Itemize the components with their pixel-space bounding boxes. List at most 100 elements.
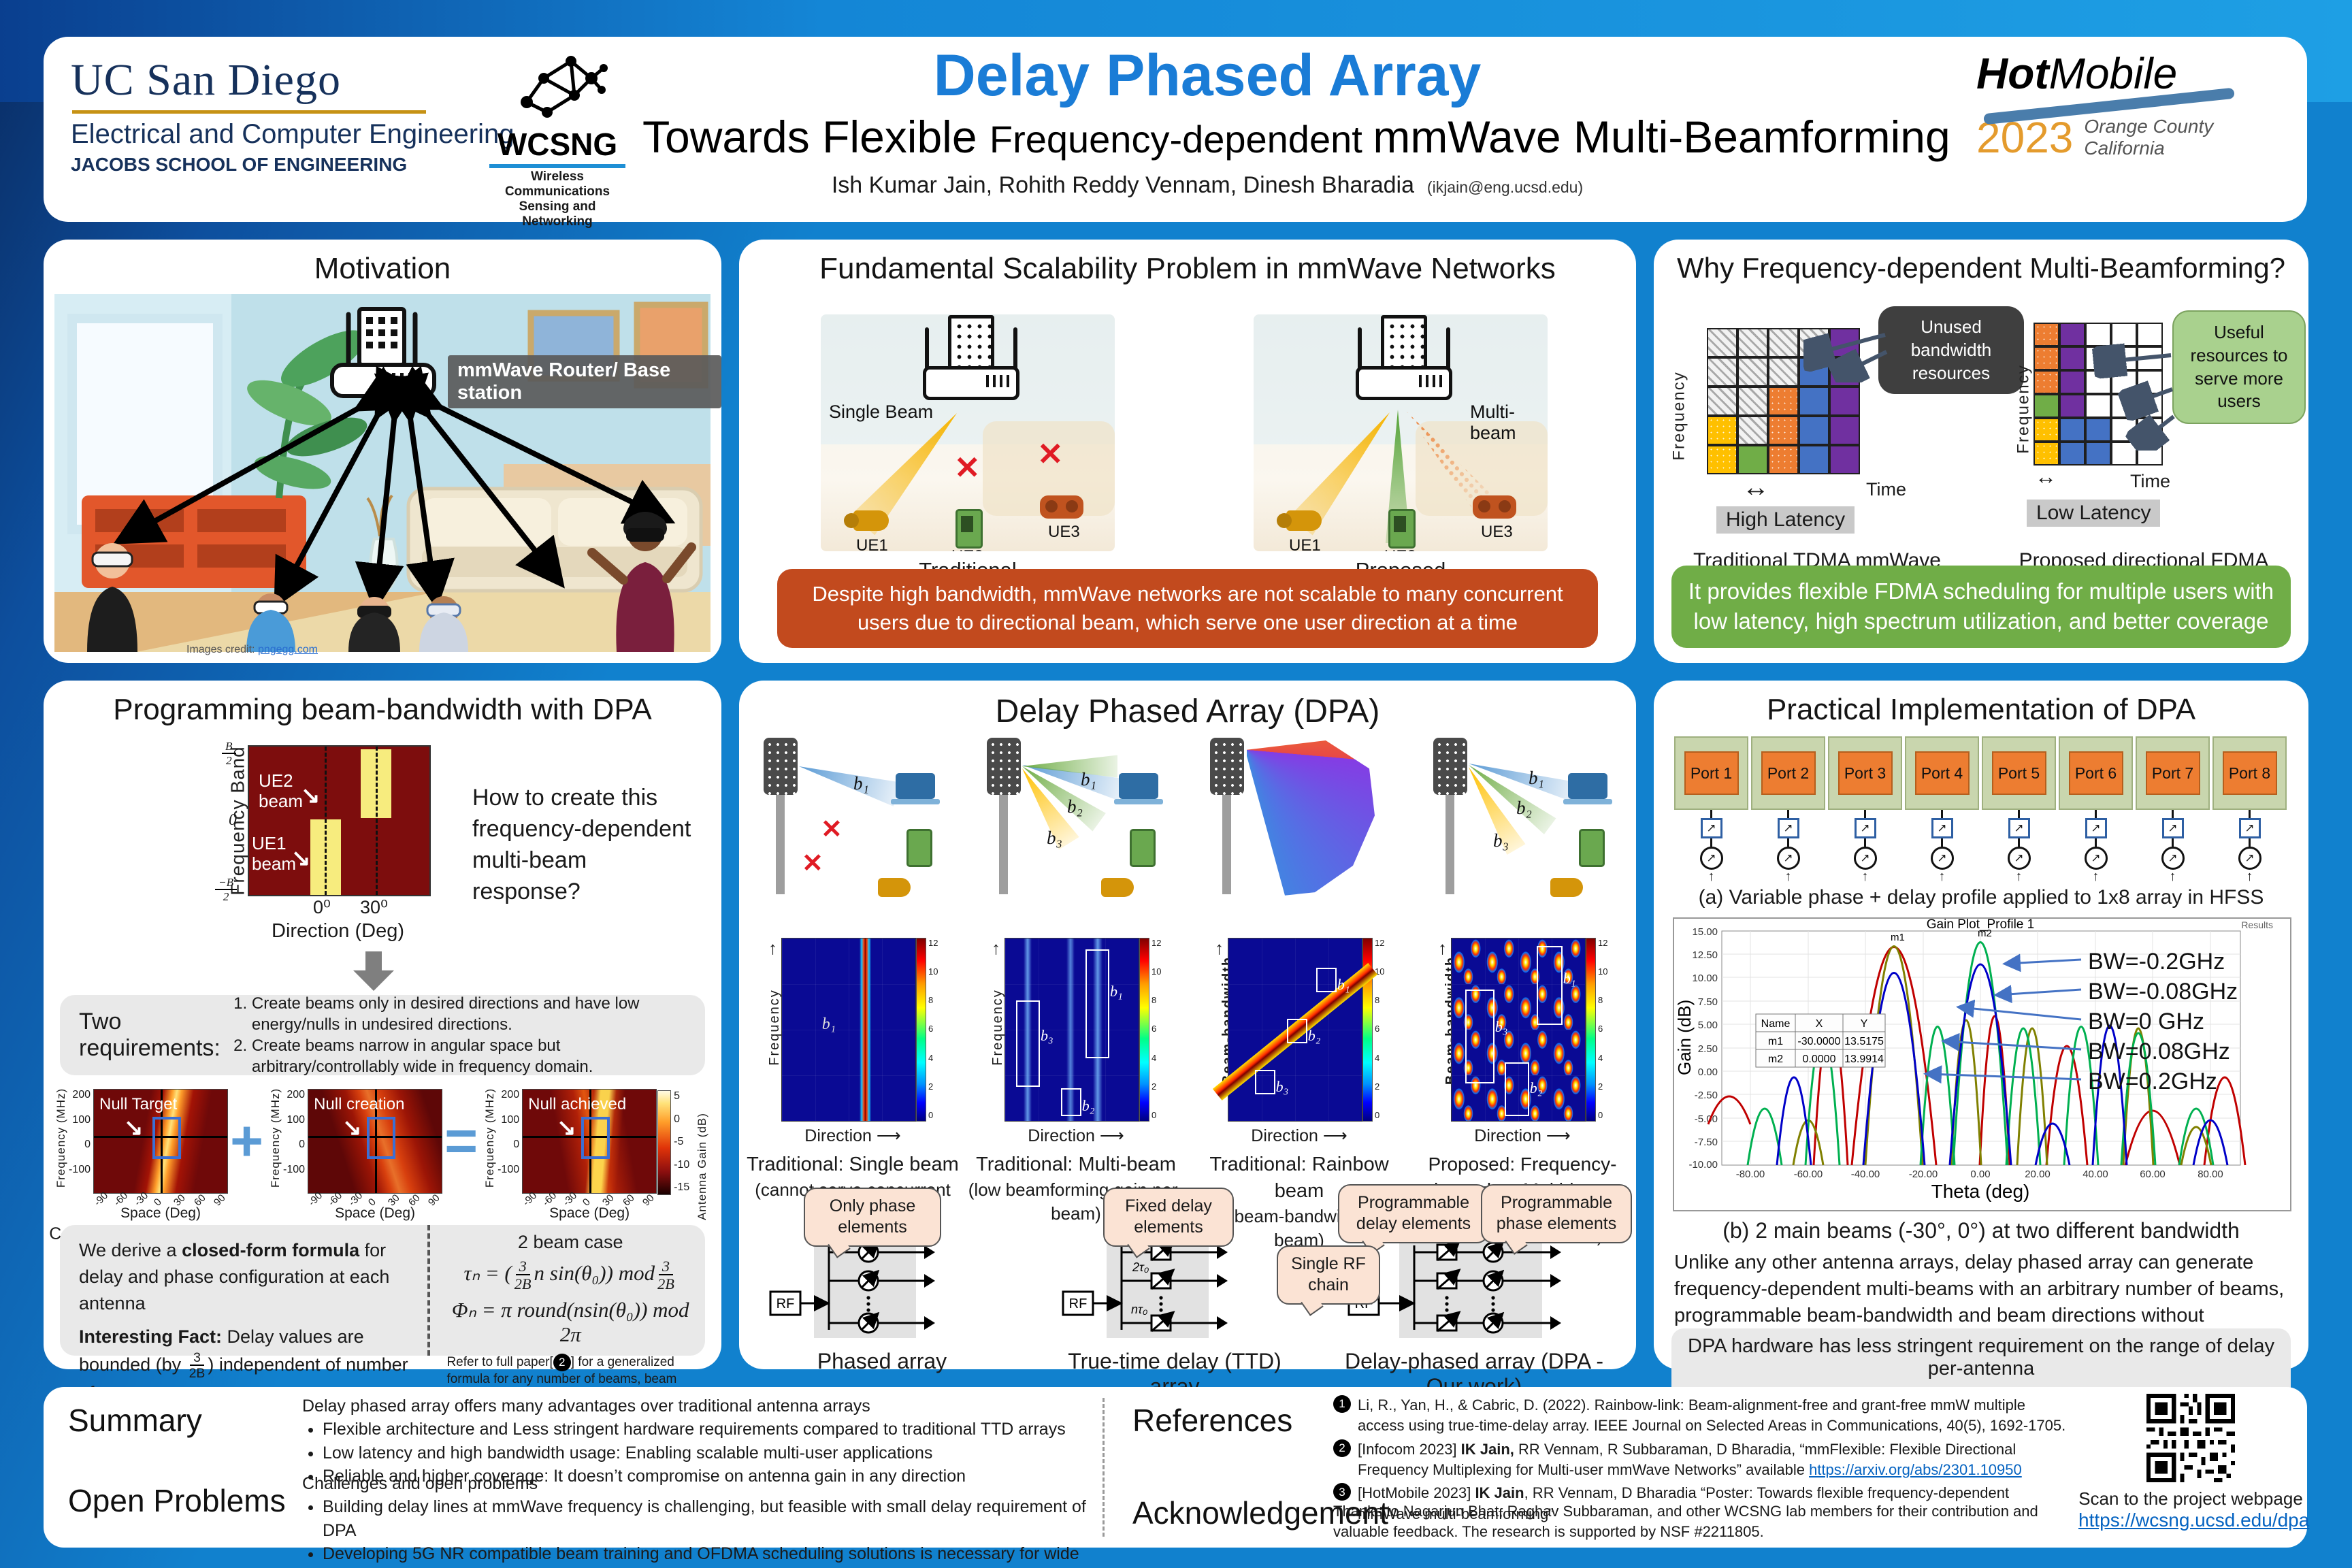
phase-shifter-icon: ↗ [1699, 847, 1723, 870]
scan-label: Scan to the project webpage [2078, 1488, 2303, 1509]
antenna-panel-icon [987, 738, 1021, 795]
speaker-icon [1550, 878, 1583, 897]
antenna-panel-icon [1433, 738, 1467, 795]
resource-cell [1829, 387, 1860, 416]
b1-box: b₁ [1316, 967, 1350, 993]
resource-cell [1768, 445, 1799, 474]
caption-a: (a) Variable phase + delay profile appli… [1698, 886, 2264, 909]
ue3-label: UE3 [1048, 523, 1080, 541]
svg-text:-30.0000: -30.0000 [1797, 1036, 1840, 1047]
resource-cell [1768, 328, 1799, 357]
freq-axis-left: Frequency [1669, 371, 1688, 461]
formula-text: We derive a closed-form formula for dela… [60, 1225, 427, 1435]
delay-element-icon: ↗ [2238, 818, 2261, 838]
space-deg-label: Space (Deg) [120, 1205, 201, 1221]
resource-cell [2034, 442, 2059, 466]
hotmobile-loc1: Orange County [2084, 116, 2214, 137]
freq-mhz-axis: Frequency (MHz) [483, 1088, 497, 1188]
credit-link[interactable]: pngegg.com [257, 644, 318, 655]
open-item-2: Developing 5G NR compatible beam trainin… [323, 1542, 1092, 1568]
resource-cell [1799, 416, 1829, 445]
why-title: Why Frequency-dependent Multi-Beamformin… [1676, 252, 2286, 284]
subtitle-a: Towards Flexible [642, 112, 990, 162]
port-3: Port 3 [1838, 751, 1893, 795]
down-arrow [353, 951, 394, 991]
resource-cell [1829, 445, 1860, 474]
useful-callout: Useful resources to serve more users [2172, 310, 2306, 425]
ue1-arrow: ↘ [291, 845, 311, 871]
colorbar [1586, 938, 1596, 1122]
antenna-panel-icon [1210, 738, 1244, 795]
null-creation-map: Null creation ↘ [308, 1089, 443, 1194]
qr-code[interactable] [2146, 1394, 2235, 1482]
b3-box: b₃ [1465, 990, 1507, 1084]
summary-content: Delay phased array offers many advantage… [302, 1396, 1085, 1488]
direction-label: Direction (Deg) [272, 920, 404, 942]
port-7: Port 7 [2145, 751, 2200, 795]
ue1-label: UE1 [856, 536, 888, 551]
svg-text:40.00: 40.00 [2082, 1169, 2108, 1180]
summary-item-3: Reliable and higher coverage: It doesn’t… [323, 1465, 1085, 1488]
project-link[interactable]: https://wcsng.ucsd.edu/dpa [2078, 1509, 2310, 1531]
wcsng-sub1: Wireless Communications [504, 169, 610, 199]
caption-multi: Traditional: Multi-beam(low beamforming … [968, 1154, 1184, 1224]
equals-sign: = [444, 1109, 478, 1173]
svg-text:X: X [1816, 1018, 1823, 1030]
b3-box: b₃ [1255, 1069, 1288, 1095]
port-4: Port 4 [1914, 751, 1970, 795]
svg-text:-10.00: -10.00 [1688, 1159, 1718, 1171]
dpa-title: Delay Phased Array (DPA) [995, 693, 1380, 730]
subtitle-b: Frequency-dependent [989, 118, 1373, 161]
dpa-circuit: RF [1348, 1236, 1561, 1338]
svg-text:10.00: 10.00 [1692, 973, 1718, 984]
null-box [152, 1116, 182, 1159]
poster-title: Delay Phased Array [933, 43, 1482, 108]
frequency-axis: Frequency [990, 989, 1005, 1066]
null-target-label: Null Target [99, 1095, 178, 1113]
ue2-label: UE2 [951, 547, 983, 551]
why-panel: Why Frequency-dependent Multi-Beamformin… [1654, 240, 2308, 663]
plus-sign: + [230, 1109, 264, 1173]
ucsd-dept: Electrical and Computer Engineering [71, 119, 514, 149]
svg-text:Name: Name [1761, 1018, 1791, 1030]
resource-cell [2059, 394, 2085, 418]
m1-marker: m1 [1891, 932, 1905, 943]
resource-cell [2059, 418, 2085, 442]
ue1-speaker-icon [844, 510, 889, 531]
resource-cell [2085, 418, 2111, 442]
b2-label: b₂ [1067, 796, 1083, 817]
delay-element-icon: ↗ [1777, 818, 1799, 838]
svg-text:Y: Y [1861, 1018, 1868, 1030]
x-mark-ue3: ✕ [1037, 436, 1064, 472]
reference-2: 2[Infocom 2023] IK Jain, RR Vennam, R Su… [1333, 1439, 2068, 1481]
wcsng-sub2: Sensing and Networking [519, 199, 596, 229]
null-box [581, 1116, 610, 1159]
freq-axis-right: Frequency [2014, 364, 2033, 454]
ue1-label: UE1 [1289, 536, 1321, 551]
phase-shifter-icon: ↗ [2084, 847, 2108, 870]
proposed-scene: Multi-beam UE1 UE2 UE3 [1254, 314, 1548, 551]
svg-text:7.50: 7.50 [1698, 996, 1718, 1008]
b1-label: b₁ [1529, 768, 1544, 788]
arxiv-link[interactable]: https://arxiv.org/abs/2301.10950 [1809, 1461, 2022, 1479]
bw-arrows [1923, 953, 2082, 1084]
open-problems-heading: Open Problems [68, 1483, 286, 1518]
svg-text:0.00: 0.00 [1698, 1066, 1718, 1078]
colorbar [1139, 938, 1149, 1122]
ue1-speaker-icon [1277, 510, 1322, 531]
tick-0: 0 [229, 811, 237, 829]
port-6: Port 6 [2068, 751, 2123, 795]
svg-text:20.00: 20.00 [2025, 1169, 2051, 1180]
motivation-illustration [54, 294, 710, 652]
ucsd-logo: UC San Diego Electrical and Computer Eng… [71, 54, 514, 176]
svg-text:-20.00: -20.00 [1909, 1169, 1938, 1180]
resource-cell [1707, 416, 1737, 445]
svg-text:-80.00: -80.00 [1736, 1169, 1765, 1180]
tdma-time-label: Time [1866, 479, 1906, 500]
svg-text:-7.50: -7.50 [1695, 1137, 1718, 1148]
